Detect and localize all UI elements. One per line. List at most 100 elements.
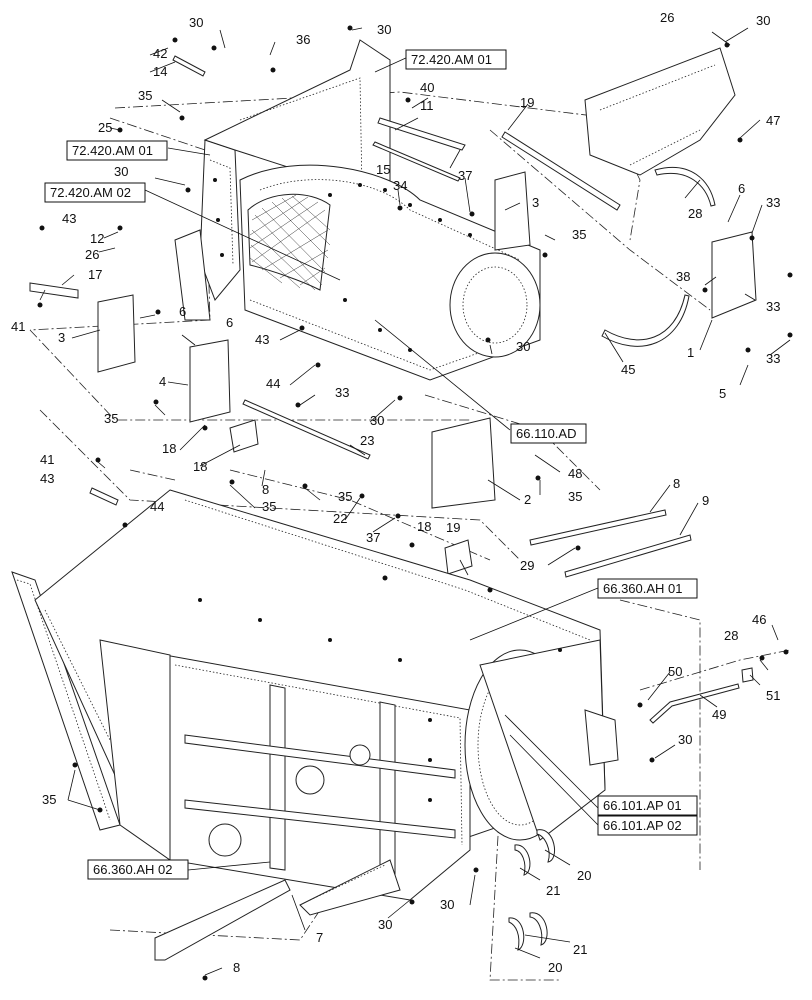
- reference-boxes: 72.420.AM 01 72.420.AM 01 72.420.AM 02 6…: [44, 49, 698, 880]
- callout-label: 34: [393, 178, 407, 193]
- ref-box[interactable]: 72.420.AM 01: [66, 140, 168, 161]
- callout-label: 48: [568, 466, 582, 481]
- crescent-21a: [514, 844, 531, 876]
- crescent-20b: [529, 912, 548, 946]
- callout-label: 19: [520, 95, 534, 110]
- callout-label: 30: [516, 339, 530, 354]
- callout-label: 18: [162, 441, 176, 456]
- callout-label: 28: [688, 206, 702, 221]
- ref-box[interactable]: 72.420.AM 01: [405, 49, 507, 70]
- arc-45: [601, 294, 690, 347]
- callout-label: 11: [420, 98, 434, 113]
- callout-label: 18: [417, 519, 431, 534]
- callout-label: 42: [153, 46, 167, 61]
- callout-label: 33: [766, 195, 780, 210]
- crescent-21b: [508, 917, 525, 951]
- bar-23: [242, 399, 371, 460]
- plate-2: [431, 417, 496, 509]
- callout-label: 1: [687, 345, 694, 360]
- callout-label: 21: [546, 883, 560, 898]
- callout-label: 30: [378, 917, 392, 932]
- callout-label: 26: [660, 10, 674, 25]
- callout-label: 43: [62, 211, 76, 226]
- callout-label: 44: [266, 376, 280, 391]
- callout-label: 23: [360, 433, 374, 448]
- arc-27: [654, 166, 716, 207]
- callout-label: 47: [766, 113, 780, 128]
- lower-frame: [11, 489, 619, 916]
- callout-label: 8: [673, 476, 680, 491]
- callout-label: 29: [520, 558, 534, 573]
- ref-label: 66.360.AH 02: [93, 862, 173, 877]
- ref-label: 66.110.AD: [516, 426, 576, 441]
- strip-19: [501, 131, 621, 211]
- fastener-dots: [37, 25, 793, 981]
- callout-label: 35: [262, 499, 276, 514]
- callout-label: 20: [577, 868, 591, 883]
- plate-18-lower: [444, 539, 473, 575]
- bracket-1: [711, 231, 757, 319]
- rod-14: [372, 141, 461, 182]
- callout-label: 43: [40, 471, 54, 486]
- ref-label: 72.420.AM 02: [50, 185, 131, 200]
- callout-label: 35: [138, 88, 152, 103]
- callout-label: 6: [738, 181, 745, 196]
- bracket-15: [172, 55, 206, 77]
- callout-label: 33: [766, 299, 780, 314]
- callout-label: 33: [766, 351, 780, 366]
- plate-3-left: [97, 294, 136, 373]
- callout-label: 40: [420, 80, 434, 95]
- callout-label: 30: [678, 732, 692, 747]
- plate-4: [189, 339, 231, 423]
- callout-label: 4: [159, 374, 166, 389]
- ref-box[interactable]: 66.110.AD: [510, 423, 587, 444]
- callout-label: 30: [756, 13, 770, 28]
- ref-box[interactable]: 66.360.AH 01: [597, 578, 698, 599]
- ref-box[interactable]: 66.360.AH 02: [87, 859, 189, 880]
- ref-box[interactable]: 66.101.AP 01: [597, 795, 698, 816]
- callout-label: 26: [85, 247, 99, 262]
- callout-label: 30: [440, 897, 454, 912]
- callout-labels: 30 42 14 36 30 35 25 30 43 12 26 17 41 3…: [11, 10, 780, 975]
- callout-label: 8: [233, 960, 240, 975]
- ref-box[interactable]: 72.420.AM 02: [44, 182, 146, 203]
- callout-label: 33: [335, 385, 349, 400]
- callout-label: 35: [338, 489, 352, 504]
- callout-label: 41: [11, 319, 25, 334]
- callout-label: 19: [446, 520, 460, 535]
- callout-label: 35: [42, 792, 56, 807]
- callout-label: 3: [58, 330, 65, 345]
- rod-49: [649, 683, 740, 724]
- callout-label: 25: [98, 120, 112, 135]
- callout-label: 45: [621, 362, 635, 377]
- bracket-16: [29, 282, 79, 299]
- callout-label: 35: [572, 227, 586, 242]
- callout-label: 6: [226, 315, 233, 330]
- callout-label: 14: [153, 64, 167, 79]
- bar-9: [564, 534, 692, 578]
- callout-label: 30: [189, 15, 203, 30]
- callout-label: 20: [548, 960, 562, 975]
- callout-label: 8: [262, 482, 269, 497]
- leader-lines: [39, 27, 791, 976]
- callout-label: 22: [333, 511, 347, 526]
- bar-10: [529, 509, 667, 546]
- callout-label: 17: [88, 267, 102, 282]
- callout-label: 35: [568, 489, 582, 504]
- callout-label: 28: [724, 628, 738, 643]
- callout-label: 50: [668, 664, 682, 679]
- callout-label: 36: [296, 32, 310, 47]
- callout-label: 43: [255, 332, 269, 347]
- callout-label: 44: [150, 499, 164, 514]
- plate-18-upper: [229, 419, 259, 453]
- callout-label: 2: [524, 492, 531, 507]
- callout-label: 46: [752, 612, 766, 627]
- callout-label: 41: [40, 452, 54, 467]
- callout-label: 21: [573, 942, 587, 957]
- callout-label: 35: [104, 411, 118, 426]
- ref-box[interactable]: 66.101.AP 02: [597, 815, 698, 836]
- callout-label: 15: [376, 162, 390, 177]
- callout-label: 37: [366, 530, 380, 545]
- crescent-20a: [536, 829, 555, 863]
